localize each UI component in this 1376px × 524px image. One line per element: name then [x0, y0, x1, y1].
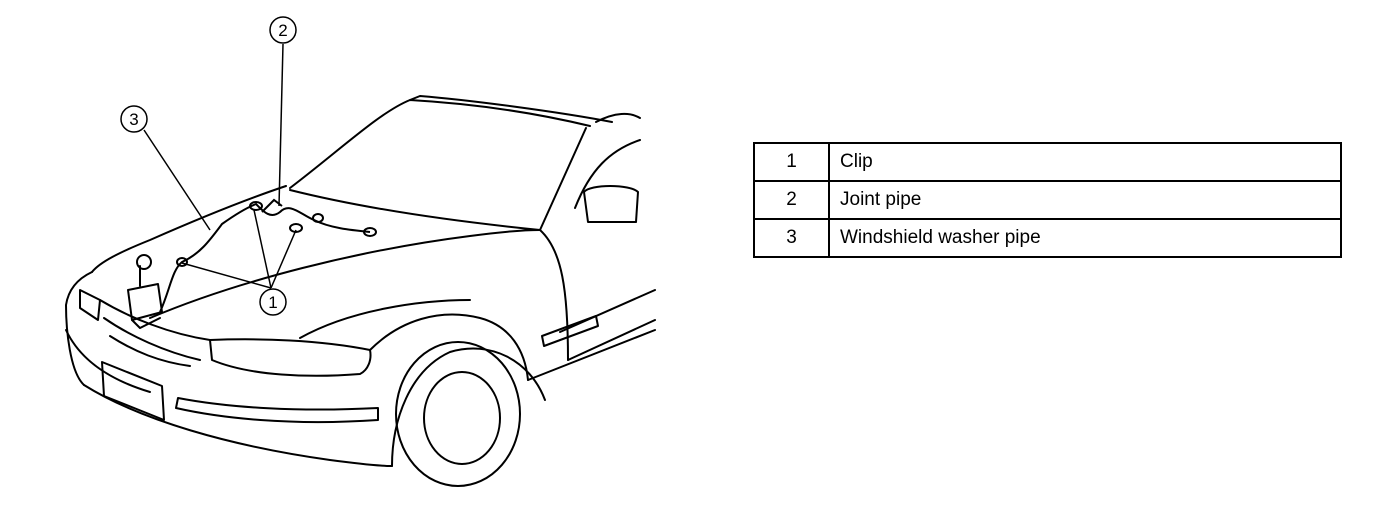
legend-number: 3 — [753, 218, 830, 258]
legend-number: 1 — [753, 142, 830, 182]
car-washer-diagram: 2 3 1 — [65, 16, 656, 487]
legend-description: Joint pipe — [828, 180, 1342, 220]
legend-number: 2 — [753, 180, 830, 220]
callout-2: 2 — [269, 16, 297, 44]
legend-row: 1 Clip — [753, 142, 1342, 182]
svg-text:1: 1 — [268, 293, 277, 312]
legend-description: Windshield washer pipe — [828, 218, 1342, 258]
car-outline — [65, 95, 656, 487]
svg-text:2: 2 — [278, 21, 287, 40]
callout-3: 3 — [120, 105, 148, 133]
legend-description: Clip — [828, 142, 1342, 182]
legend-row: 3 Windshield washer pipe — [753, 218, 1342, 258]
legend-table: 1 Clip 2 Joint pipe 3 Windshield washer … — [753, 142, 1342, 258]
svg-text:3: 3 — [129, 110, 138, 129]
leader-lines — [143, 43, 297, 289]
legend-row: 2 Joint pipe — [753, 180, 1342, 220]
callout-1: 1 — [259, 288, 287, 316]
